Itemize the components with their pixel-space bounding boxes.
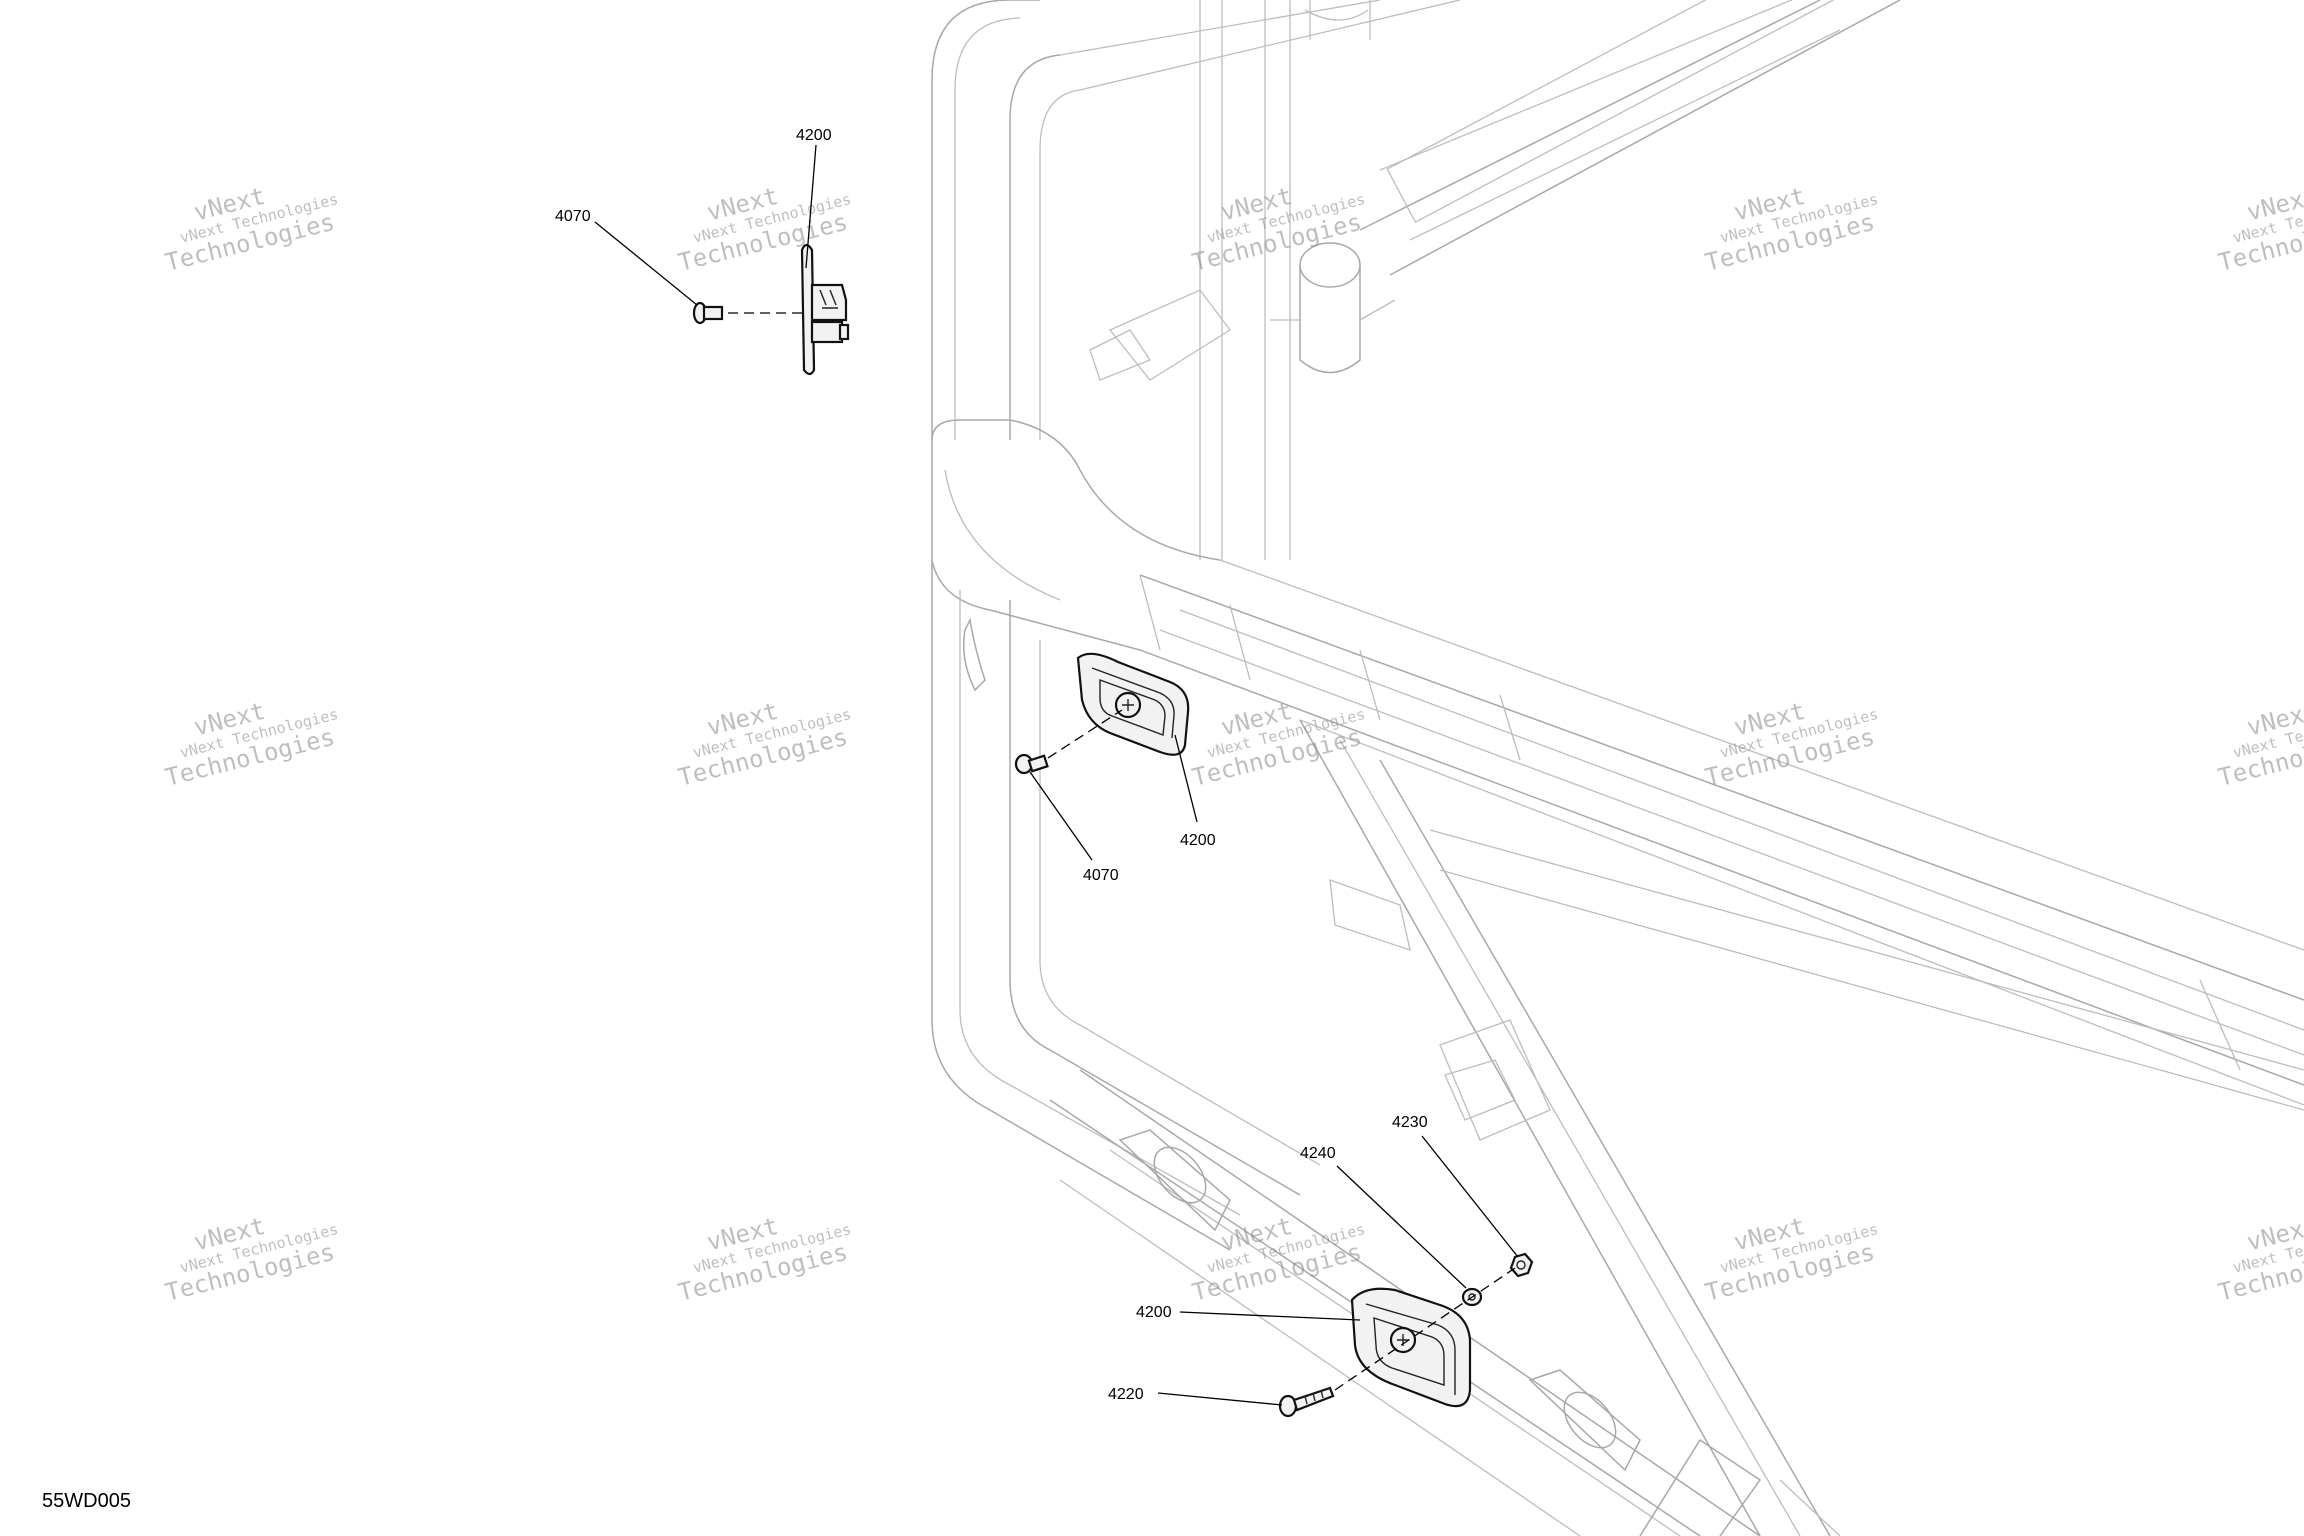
leader-line-4070-middle <box>1029 771 1093 861</box>
watermark: vNext vNext Technologies Technologies <box>1189 1212 1367 1307</box>
callout-4200[interactable]: 4200 <box>1180 832 1216 849</box>
screw-part-4070-top[interactable] <box>692 301 724 325</box>
bracket-part-4200-side-view[interactable] <box>800 243 850 376</box>
watermark: vNext vNext Technologies Technologies <box>1702 697 1880 792</box>
figure-code-label: 55WD005 <box>42 1490 131 1512</box>
leader-line-4200-bottom <box>1179 1311 1361 1321</box>
vehicle-frame-lineart <box>931 0 2304 1536</box>
callout-4240[interactable]: 4240 <box>1300 1145 1336 1162</box>
leader-line-4070-top <box>594 221 698 306</box>
watermark: vNext vNext Technologies Technologies <box>162 1212 340 1307</box>
leader-line-4220 <box>1157 1392 1283 1406</box>
watermark: vNext vNext Technologies Technologies <box>2215 1212 2304 1307</box>
callout-4070[interactable]: 4070 <box>1083 867 1119 884</box>
nut-part-4230[interactable] <box>1509 1252 1534 1278</box>
part-group-middle: 4200 4070 <box>1014 652 1216 884</box>
leader-line-4240 <box>1336 1165 1467 1289</box>
watermark: vNext vNext Technologies Technologies <box>1702 182 1880 277</box>
assembly-axis-line <box>1047 709 1123 759</box>
watermark: vNext vNext Technologies Technologies <box>2215 697 2304 792</box>
watermark: vNext vNext Technologies Technologies <box>675 182 853 277</box>
part-group-top-left: 4200 4070 <box>555 127 850 376</box>
watermark-grid: vNext vNext Technologies Technologies vN… <box>162 182 2304 1307</box>
leader-line-4230 <box>1421 1135 1519 1258</box>
bracket-part-4200-middle[interactable] <box>1076 652 1190 756</box>
callout-4070[interactable]: 4070 <box>555 208 591 225</box>
leader-line-4200-middle <box>1174 734 1198 823</box>
callout-4220[interactable]: 4220 <box>1108 1386 1144 1403</box>
watermark: vNext vNext Technologies Technologies <box>675 1212 853 1307</box>
bolt-part-4220[interactable] <box>1278 1386 1335 1418</box>
bracket-part-4200-bottom[interactable] <box>1350 1287 1472 1408</box>
callout-4230[interactable]: 4230 <box>1392 1114 1428 1131</box>
watermark: vNext vNext Technologies Technologies <box>2215 182 2304 277</box>
screw-part-4070-middle[interactable] <box>1014 753 1049 775</box>
watermark: vNext vNext Technologies Technologies <box>1189 182 1367 277</box>
assembly-axis-line <box>1334 1267 1516 1391</box>
leader-line-4200-top <box>805 144 817 269</box>
callout-4200[interactable]: 4200 <box>1136 1304 1172 1321</box>
watermark: vNext vNext Technologies Technologies <box>162 182 340 277</box>
callout-4200[interactable]: 4200 <box>796 127 832 144</box>
watermark: vNext vNext Technologies Technologies <box>1189 697 1367 792</box>
watermark: vNext vNext Technologies Technologies <box>1702 1212 1880 1307</box>
watermark: vNext vNext Technologies Technologies <box>162 697 340 792</box>
watermark: vNext vNext Technologies Technologies <box>675 697 853 792</box>
part-group-bottom: 4230 4240 4200 4220 <box>1108 1114 1534 1418</box>
